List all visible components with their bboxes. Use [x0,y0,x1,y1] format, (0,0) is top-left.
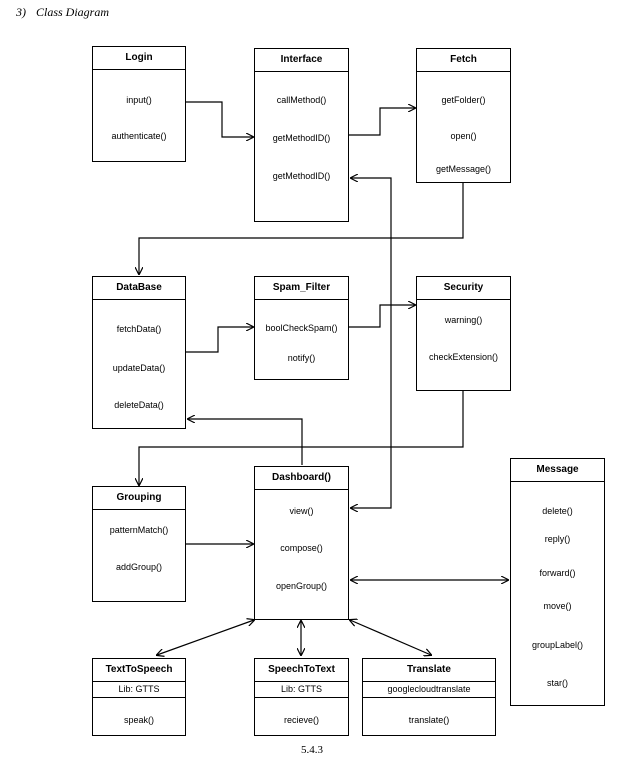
class-dashboard: Dashboard() view() compose() openGroup() [254,466,349,620]
method-getfolder: getFolder() [441,95,486,105]
method-authenticate: authenticate() [111,131,167,141]
login-to-interface-arrow [186,101,253,137]
method-speak: speak() [123,715,154,725]
interface-to-fetch-arrow [349,108,415,136]
class-database: DataBase fetchData() updateData() delete… [92,276,186,429]
method-forward: forward() [539,568,576,578]
class-spam-filter: Spam_Filter boolCheckSpam() notify() [254,276,349,380]
class-grouping: Grouping patternMatch() addGroup() [92,486,186,602]
method-updatedata: updateData() [112,363,166,373]
figure-number: 5.4.3 [301,744,323,756]
method-input: input() [126,95,152,105]
class-texttospeech: TextToSpeech Lib: GTTS speak() [92,658,186,736]
class-interface-name: Interface [255,49,348,72]
method-move: move() [543,601,572,611]
method-warning: warning() [444,315,483,325]
method-callmethod: callMethod() [276,95,327,105]
method-opengroup: openGroup() [275,581,328,591]
class-grouping-name: Grouping [93,487,185,510]
class-message: Message delete() reply() forward() move(… [510,458,605,706]
spamfilter-to-security-arrow [349,305,415,328]
method-getmethodid: getMethodID() [272,133,331,143]
class-login-name: Login [93,47,185,70]
class-translate-name: Translate [363,659,495,682]
class-spam-filter-name: Spam_Filter [255,277,348,300]
class-fetch-name: Fetch [417,49,510,72]
method-notify: notify() [287,353,316,363]
method-delete: delete() [542,506,573,516]
class-dashboard-name: Dashboard() [255,467,348,490]
method-grouplabel: groupLabel() [531,640,584,650]
class-texttospeech-name: TextToSpeech [93,659,185,682]
method-addgroup: addGroup() [115,562,163,572]
method-compose: compose() [280,543,323,553]
method-recieve: recieve() [283,715,319,725]
attr-lib-gtts-2: Lib: GTTS [255,682,348,698]
method-getmethodid-2: getMethodID() [272,171,331,181]
class-message-name: Message [511,459,604,482]
class-fetch: Fetch getFolder() open() getMessage() [416,48,511,183]
class-database-name: DataBase [93,277,185,300]
class-login: Login input() authenticate() [92,46,186,162]
method-checkextension: checkExtension() [428,352,499,362]
method-open: open() [450,131,477,141]
class-speechtotext: SpeechToText Lib: GTTS recieve() [254,658,349,736]
security-to-grouping-arrow [139,391,464,485]
attr-googlecloudtranslate: googlecloudtranslate [363,682,495,698]
class-translate: Translate googlecloudtranslate translate… [362,658,496,736]
section-title: Class Diagram [36,5,110,19]
fetch-to-database-arrow [139,183,464,274]
method-translate: translate() [408,715,450,725]
section-number: 3) [16,5,26,19]
section-heading: 3) Class Diagram [16,5,109,20]
method-getmessage: getMessage() [435,164,492,174]
method-view: view() [289,506,314,516]
method-patternmatch: patternMatch() [109,525,169,535]
method-star: star() [547,678,568,688]
method-boolcheckspam: boolCheckSpam() [265,323,338,333]
database-to-spamfilter-arrow [186,327,253,353]
class-speechtotext-name: SpeechToText [255,659,348,682]
dashboard-texttospeech-arrow [157,620,254,655]
attr-lib-gtts: Lib: GTTS [93,682,185,698]
class-interface: Interface callMethod() getMethodID() get… [254,48,349,222]
method-reply: reply() [544,534,571,544]
dashboard-translate-arrow [350,620,431,655]
interface-dashboard-arrow [351,178,392,508]
method-deletedata: deleteData() [114,400,164,410]
dashboard-to-database-arrow [188,419,303,465]
class-security: Security warning() checkExtension() [416,276,511,391]
method-fetchdata: fetchData() [116,324,162,334]
class-security-name: Security [417,277,510,300]
